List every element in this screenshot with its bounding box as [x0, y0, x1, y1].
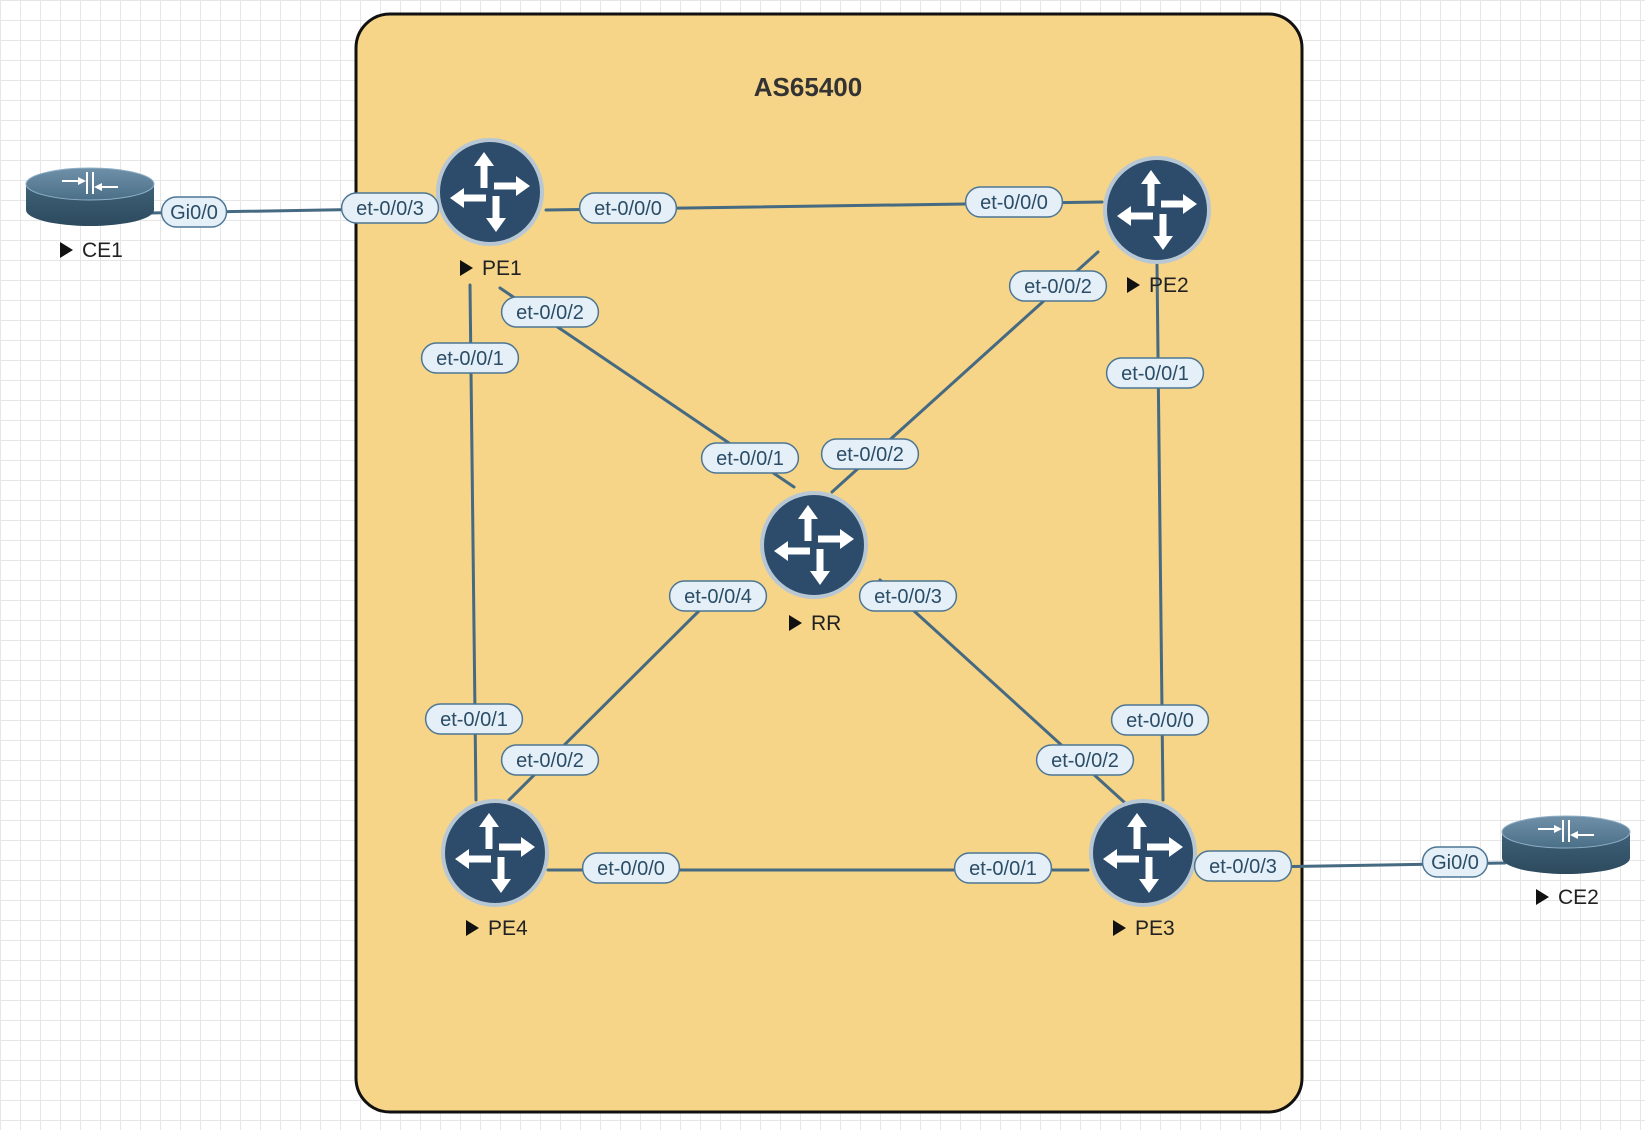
- node-pe2[interactable]: PE2: [1103, 156, 1211, 297]
- router-icon: [440, 142, 540, 242]
- interface-label-pill: [160, 196, 228, 228]
- interface-label-text: et-0/0/1: [1121, 363, 1189, 385]
- play-icon[interactable]: [60, 242, 73, 258]
- interface-label-text: Gi0/0: [170, 202, 218, 224]
- iface-pe4-to-pe1[interactable]: et-0/0/1: [424, 703, 524, 735]
- interface-label-text: et-0/0/0: [594, 198, 662, 220]
- router-icon: [1501, 815, 1631, 849]
- interface-label-text: Gi0/0: [1431, 852, 1479, 874]
- router-icon: [1093, 803, 1193, 903]
- interface-label-text: et-0/0/1: [440, 709, 508, 731]
- interface-label-pill: [581, 852, 681, 884]
- interface-label-pill: [1008, 270, 1108, 302]
- node-pe1[interactable]: PE1: [436, 138, 544, 280]
- node-label-pe3: PE3: [1135, 917, 1175, 940]
- iface-rr-to-pe2[interactable]: et-0/0/2: [820, 438, 920, 470]
- interface-label-text: et-0/0/3: [1209, 856, 1277, 878]
- interface-label-pill: [1110, 704, 1210, 736]
- interface-label-text: et-0/0/1: [436, 348, 504, 370]
- interface-label-text: et-0/0/2: [516, 302, 584, 324]
- interface-label-text: et-0/0/2: [1051, 750, 1119, 772]
- iface-pe1-to-pe4[interactable]: et-0/0/1: [420, 342, 520, 374]
- interface-label-pill: [500, 296, 600, 328]
- as-title: AS65400: [754, 72, 862, 102]
- interface-label-text: et-0/0/4: [684, 586, 752, 608]
- iface-ce1-to-pe1[interactable]: Gi0/0: [160, 196, 228, 228]
- node-label-ce2: CE2: [1558, 886, 1599, 909]
- node-label-pe4: PE4: [488, 917, 528, 940]
- node-ce1[interactable]: CE1: [25, 167, 155, 262]
- interface-label-pill: [858, 580, 958, 612]
- interface-label-text: et-0/0/3: [356, 198, 424, 220]
- node-ce2[interactable]: CE2: [1501, 815, 1631, 909]
- interface-label-pill: [964, 186, 1064, 218]
- node-pe3[interactable]: PE3: [1089, 799, 1197, 940]
- play-icon[interactable]: [1127, 277, 1140, 293]
- iface-pe4-to-rr[interactable]: et-0/0/2: [500, 744, 600, 776]
- interface-label-text: et-0/0/2: [1024, 276, 1092, 298]
- interface-label-pill: [1193, 850, 1293, 882]
- interface-label-pill: [700, 442, 800, 474]
- play-icon[interactable]: [1113, 920, 1126, 936]
- interface-label-text: et-0/0/2: [836, 444, 904, 466]
- interface-label-pill: [953, 852, 1053, 884]
- interface-label-pill: [420, 342, 520, 374]
- node-pe4[interactable]: PE4: [441, 799, 549, 940]
- node-label-pe2: PE2: [1149, 274, 1189, 297]
- iface-pe1-to-ce1[interactable]: et-0/0/3: [340, 192, 440, 224]
- iface-pe4-to-pe3[interactable]: et-0/0/0: [581, 852, 681, 884]
- play-icon[interactable]: [460, 260, 473, 276]
- iface-pe3-to-rr[interactable]: et-0/0/2: [1035, 744, 1135, 776]
- interface-labels-layer: Gi0/0 et-0/0/3 et-0/0/0 et-0/0/0 et-0/0/2 et-…: [160, 186, 1489, 884]
- iface-pe2-to-rr[interactable]: et-0/0/2: [1008, 270, 1108, 302]
- interface-label-text: et-0/0/0: [1126, 710, 1194, 732]
- iface-pe2-to-pe1[interactable]: et-0/0/0: [964, 186, 1064, 218]
- interface-label-text: et-0/0/1: [716, 448, 784, 470]
- iface-pe3-to-pe4[interactable]: et-0/0/1: [953, 852, 1053, 884]
- router-icon: [25, 167, 155, 201]
- interface-label-text: et-0/0/0: [980, 192, 1048, 214]
- interface-label-pill: [578, 192, 678, 224]
- node-rr[interactable]: RR: [760, 491, 868, 635]
- router-icon: [764, 495, 864, 595]
- iface-pe3-to-pe2[interactable]: et-0/0/0: [1110, 704, 1210, 736]
- interface-label-text: et-0/0/1: [969, 858, 1037, 880]
- node-label-pe1: PE1: [482, 257, 522, 280]
- iface-ce2-to-pe3[interactable]: Gi0/0: [1421, 846, 1489, 878]
- interface-label-pill: [1035, 744, 1135, 776]
- interface-label-pill: [424, 703, 524, 735]
- play-icon[interactable]: [789, 615, 802, 631]
- iface-pe1-to-rr[interactable]: et-0/0/2: [500, 296, 600, 328]
- iface-pe2-to-pe3[interactable]: et-0/0/1: [1105, 357, 1205, 389]
- router-icon: [1107, 160, 1207, 260]
- interface-label-pill: [500, 744, 600, 776]
- iface-rr-to-pe3[interactable]: et-0/0/3: [858, 580, 958, 612]
- interface-label-text: et-0/0/2: [516, 750, 584, 772]
- iface-pe1-to-pe2[interactable]: et-0/0/0: [578, 192, 678, 224]
- interface-label-text: et-0/0/3: [874, 586, 942, 608]
- interface-label-pill: [1421, 846, 1489, 878]
- play-icon[interactable]: [466, 920, 479, 936]
- interface-label-pill: [820, 438, 920, 470]
- node-label-rr: RR: [811, 612, 841, 635]
- interface-label-pill: [1105, 357, 1205, 389]
- node-label-ce1: CE1: [82, 239, 123, 262]
- interface-label-pill: [668, 580, 768, 612]
- iface-pe3-to-ce2[interactable]: et-0/0/3: [1193, 850, 1293, 882]
- iface-rr-to-pe1[interactable]: et-0/0/1: [700, 442, 800, 474]
- interface-label-pill: [340, 192, 440, 224]
- router-icon: [445, 803, 545, 903]
- interface-label-text: et-0/0/0: [597, 858, 665, 880]
- iface-rr-to-pe4[interactable]: et-0/0/4: [668, 580, 768, 612]
- play-icon[interactable]: [1536, 889, 1549, 905]
